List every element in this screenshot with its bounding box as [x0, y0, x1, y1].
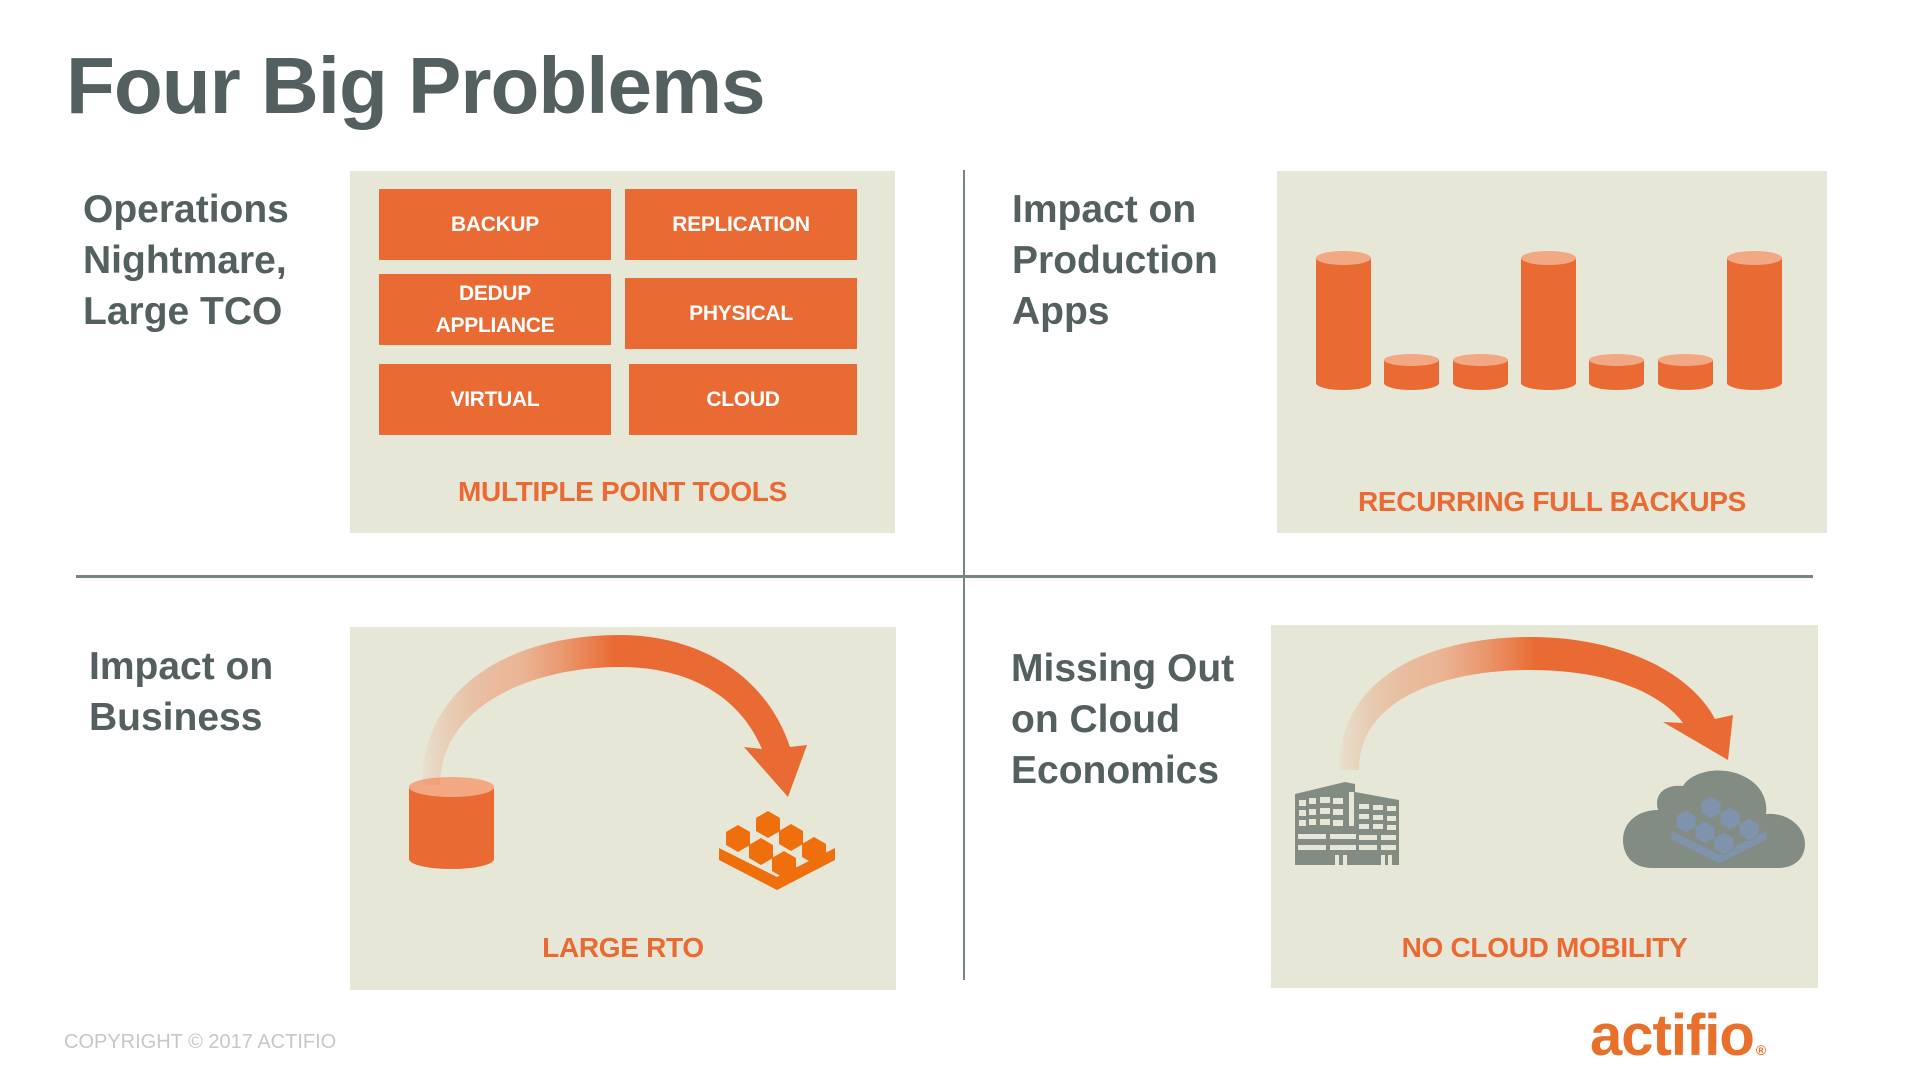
panel-caption: NO CLOUD MOBILITY	[1401, 932, 1688, 963]
building-icon	[1295, 782, 1399, 865]
heading-line: Impact on	[1012, 188, 1197, 231]
heading-line: Apps	[1012, 290, 1110, 333]
tool-label: PHYSICAL	[689, 301, 793, 325]
quadrant-cloud-heading: Missing Out on Cloud Economics	[1011, 643, 1234, 796]
cylinder-short-4	[1658, 354, 1713, 390]
heading-line: Business	[89, 696, 263, 739]
tool-virtual: VIRTUAL	[379, 364, 611, 435]
cylinder-short-2	[1453, 354, 1508, 390]
multiple-point-tools-panel: BACKUP REPLICATION DEDUP APPLIANCE PHYSI…	[350, 171, 895, 533]
no-cloud-mobility-panel: NO CLOUD MOBILITY	[1271, 625, 1818, 988]
actifio-logo: actifio®	[1590, 1003, 1766, 1069]
registered-mark: ®	[1755, 1042, 1766, 1058]
large-rto-illustration	[409, 635, 835, 890]
heading-line: Operations	[83, 188, 289, 231]
tool-physical: PHYSICAL	[625, 278, 857, 349]
copyright-notice: COPYRIGHT © 2017 ACTIFIO	[64, 1031, 337, 1053]
horizontal-divider	[76, 575, 1813, 578]
heading-line: Impact on	[89, 645, 274, 688]
heading-line: Production	[1012, 239, 1218, 282]
cylinder-tall-1	[1316, 251, 1371, 390]
heading-line: Missing Out	[1011, 647, 1235, 690]
heading-line: Economics	[1011, 749, 1220, 792]
quadrant-production-heading: Impact on Production Apps	[1012, 184, 1218, 337]
logo-wordmark: actifio	[1590, 1003, 1755, 1068]
tool-label: CLOUD	[706, 387, 780, 411]
database-icon	[409, 777, 494, 869]
heading-line: on Cloud	[1011, 698, 1180, 741]
tool-cloud: CLOUD	[629, 364, 857, 435]
blocks-icon	[719, 811, 835, 890]
arrow-icon	[1339, 637, 1733, 770]
tool-label: REPLICATION	[672, 212, 810, 236]
heading-line: Large TCO	[83, 290, 283, 333]
panel-caption: MULTIPLE POINT TOOLS	[458, 476, 787, 507]
cylinder-tall-2	[1521, 251, 1576, 390]
tool-label: VIRTUAL	[450, 387, 540, 411]
cylinder-short-3	[1589, 354, 1644, 390]
recurring-full-backups-panel: RECURRING FULL BACKUPS	[1277, 171, 1827, 533]
panel-caption: RECURRING FULL BACKUPS	[1358, 486, 1746, 517]
large-rto-panel: LARGE RTO	[350, 627, 896, 990]
cloud-mobility-illustration	[1295, 637, 1805, 868]
cylinder-tall-3	[1727, 251, 1782, 390]
tool-label: APPLIANCE	[435, 313, 555, 337]
tool-label: BACKUP	[450, 212, 540, 236]
tool-label: DEDUP	[458, 281, 531, 305]
backup-cylinders-chart	[1316, 251, 1782, 390]
tool-backup: BACKUP	[379, 189, 611, 260]
slide-title: Four Big Problems	[66, 41, 766, 130]
quadrant-operations-heading: Operations Nightmare, Large TCO	[83, 184, 289, 337]
cylinder-short-1	[1384, 354, 1439, 390]
arrow-icon	[422, 635, 807, 797]
heading-line: Nightmare,	[83, 239, 287, 282]
panel-caption: LARGE RTO	[542, 932, 704, 963]
tool-replication: REPLICATION	[625, 189, 857, 260]
cloud-blocks-icon	[1623, 770, 1805, 868]
tool-dedup-appliance: DEDUP APPLIANCE	[379, 274, 611, 345]
quadrant-business-heading: Impact on Business	[89, 641, 273, 743]
